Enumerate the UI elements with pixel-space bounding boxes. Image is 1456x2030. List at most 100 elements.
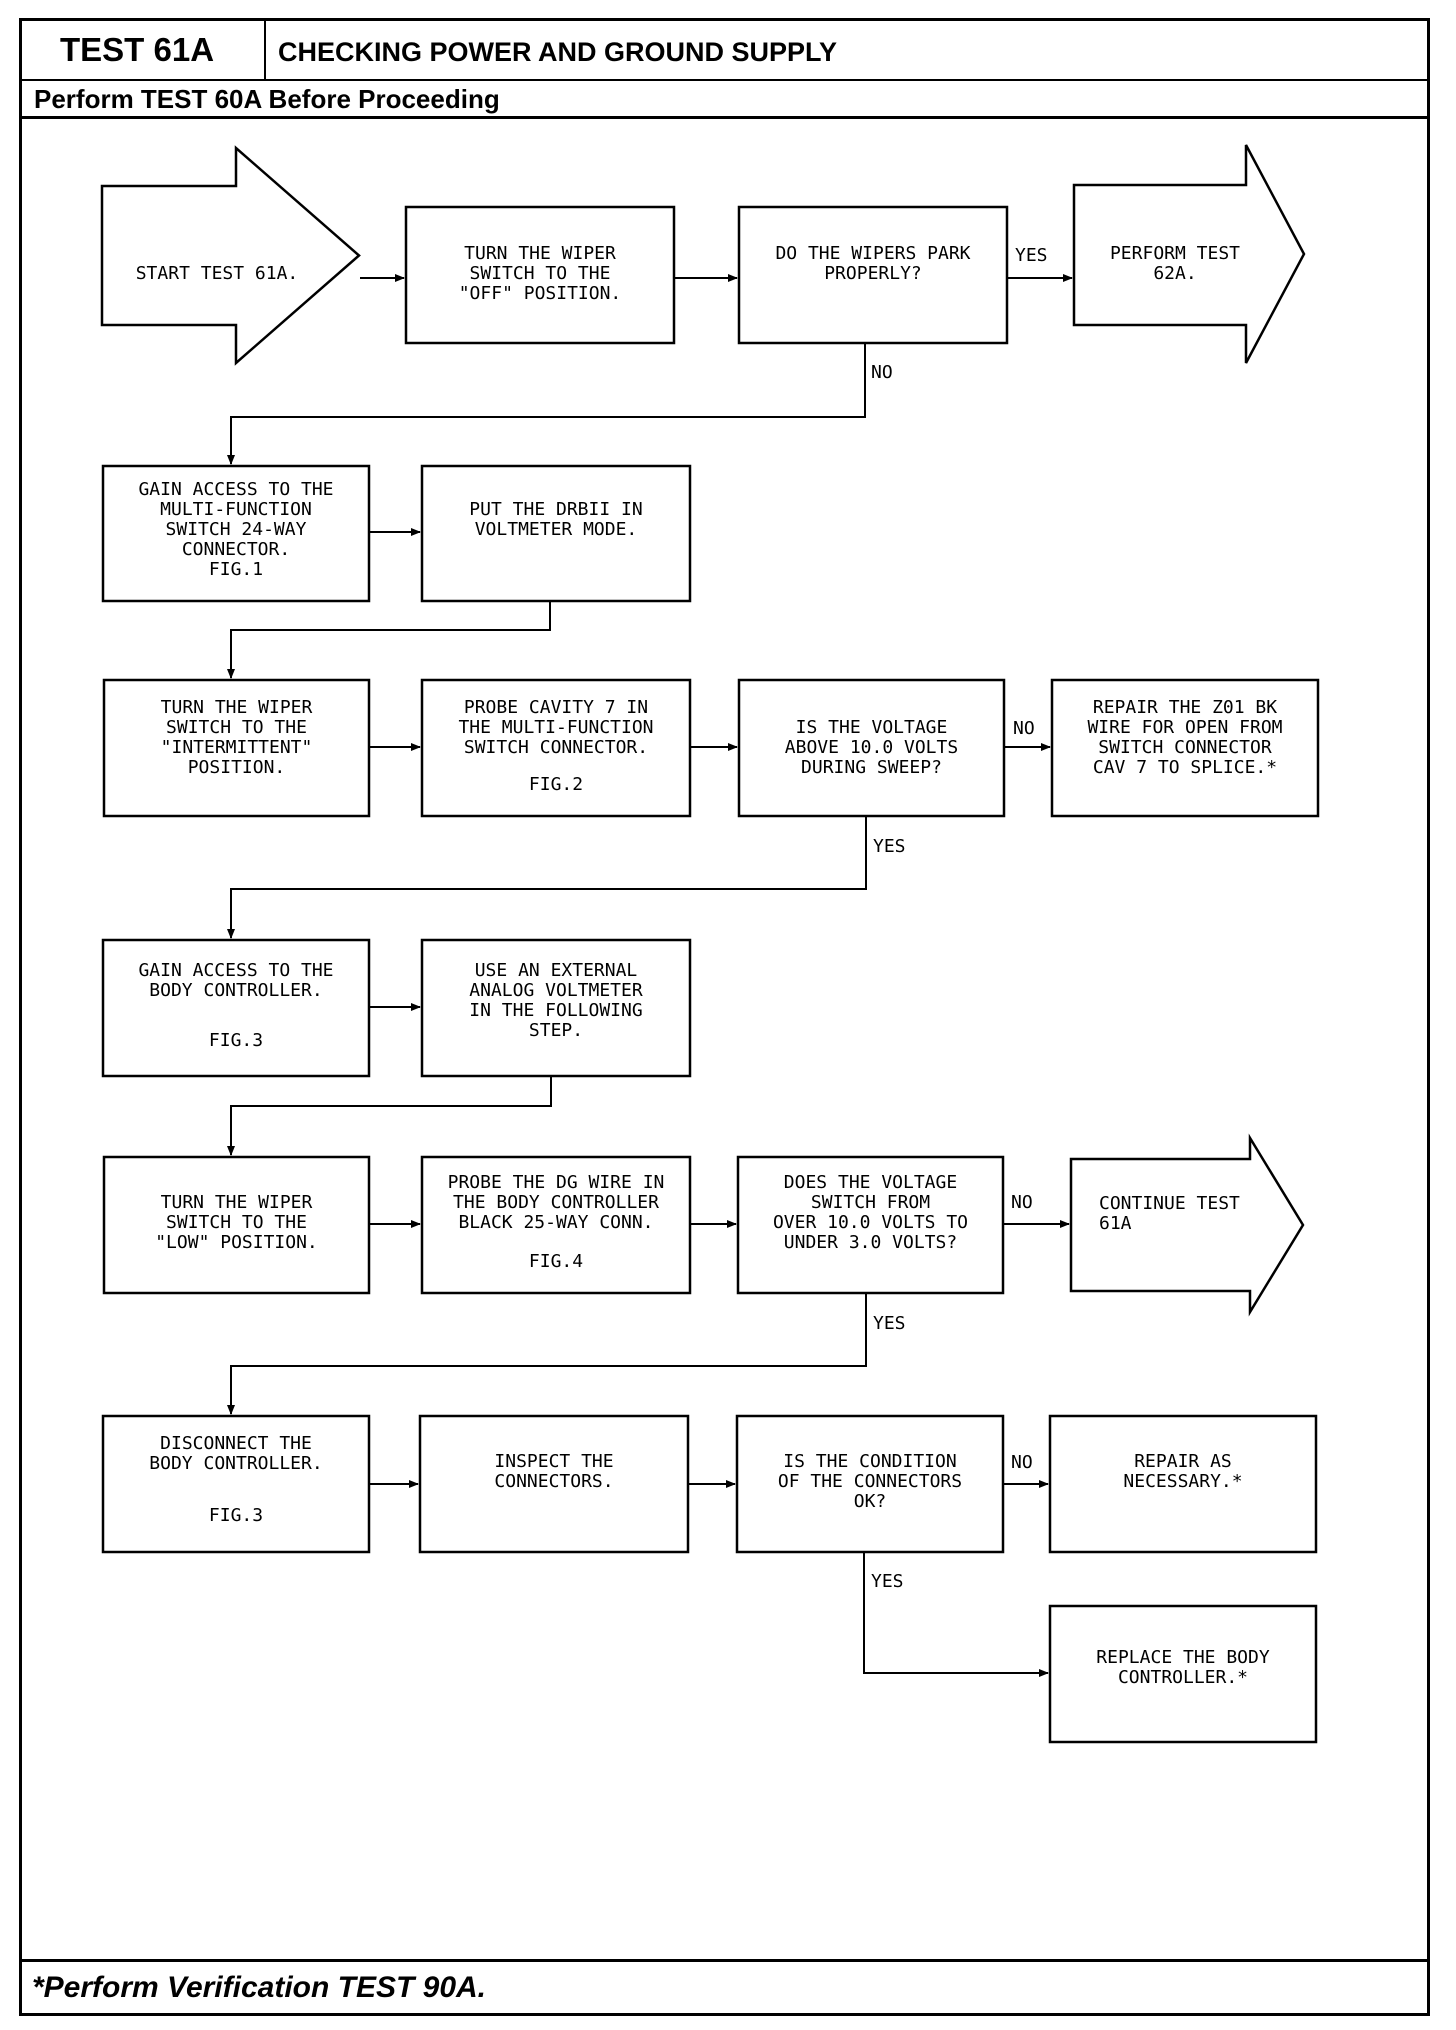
decision3-line-2: SWITCH FROM (811, 1192, 930, 1213)
decision1-line-1: DO THE WIPERS PARK (775, 243, 970, 264)
result4-line-1: REPAIR AS (1134, 1451, 1232, 1472)
result2-line-2: WIRE FOR OPEN FROM (1087, 717, 1282, 738)
no3-text: NO (1011, 1192, 1033, 1213)
start-outline (100, 145, 361, 366)
step2-line-5: FIG.1 (209, 559, 263, 580)
step9-line-3: BLACK 25-WAY CONN. (458, 1212, 653, 1233)
yes2-text: YES (873, 836, 906, 857)
header-row: TEST 61A CHECKING POWER AND GROUND SUPPL… (22, 21, 1427, 81)
step10-line-1: DISCONNECT THE (160, 1433, 312, 1454)
decision2-border (737, 678, 1006, 818)
result2-line-1: REPAIR THE Z01 BK (1093, 697, 1277, 718)
result2-line-3: SWITCH CONNECTOR (1098, 737, 1272, 758)
step7-line-4: STEP. (529, 1020, 583, 1041)
result3-line-1: CONTINUE TEST (1099, 1193, 1240, 1214)
step9-line-2: THE BODY CONTROLLER (453, 1192, 659, 1213)
step5-line-2: THE MULTI-FUNCTION (458, 717, 653, 738)
step5-line-3: SWITCH CONNECTOR. (464, 737, 648, 758)
result5-border (1048, 1604, 1318, 1744)
step5-line-1: PROBE CAVITY 7 IN (464, 697, 648, 718)
step2-line-1: GAIN ACCESS TO THE (138, 479, 333, 500)
result1-line-2: 62A. (1153, 263, 1196, 284)
step3-line-1: PUT THE DRBII IN (469, 499, 642, 520)
step6-line-1: GAIN ACCESS TO THE (138, 960, 333, 981)
step4-line-3: "INTERMITTENT" (161, 737, 313, 758)
step11-line-1: INSPECT THE (494, 1451, 613, 1472)
decision4-line-1: IS THE CONDITION (783, 1451, 956, 1472)
decision4-line-2: OF THE CONNECTORS (778, 1471, 962, 1492)
result2-line-4: CAV 7 TO SPLICE.* (1093, 757, 1277, 778)
footer-note: *Perform Verification TEST 90A. (22, 1959, 1427, 2013)
step1-line-2: SWITCH TO THE (470, 263, 611, 284)
step5_fig-text: FIG.2 (529, 774, 583, 795)
result1-outline (1072, 144, 1306, 364)
decision1-line-2: PROPERLY? (824, 263, 922, 284)
connector-lines (227, 274, 1073, 1677)
step6-border (101, 938, 371, 1078)
decision2-line-1: IS THE VOLTAGE (796, 717, 948, 738)
connector-decision2-yes (227, 816, 867, 939)
step7-border (420, 938, 692, 1078)
yes4-text: YES (871, 1571, 904, 1592)
start-line-1: START TEST 61A. (136, 263, 299, 284)
step7-line-1: USE AN EXTERNAL (475, 960, 638, 981)
step1-line-1: TURN THE WIPER (464, 243, 616, 264)
no1-text: NO (871, 362, 893, 383)
decision3-line-3: OVER 10.0 VOLTS TO (773, 1212, 968, 1233)
step8-line-1: TURN THE WIPER (161, 1192, 313, 1213)
step11-border (418, 1414, 690, 1554)
result3-outline (1069, 1133, 1305, 1317)
step5-border (420, 678, 692, 818)
test-id: TEST 61A (22, 21, 266, 79)
decision3-border (736, 1155, 1005, 1295)
procedure-page: TEST 61A CHECKING POWER AND GROUND SUPPL… (19, 18, 1430, 2016)
result5-line-1: REPLACE THE BODY (1096, 1647, 1270, 1668)
step3-border (420, 464, 692, 603)
no2-text: NO (1013, 718, 1035, 739)
step4-line-1: TURN THE WIPER (161, 697, 313, 718)
yes1-text: YES (1015, 245, 1048, 266)
prerequisite-note: Perform TEST 60A Before Proceeding (22, 81, 1427, 119)
step6-line-2: BODY CONTROLLER. (149, 980, 322, 1001)
page-title: CHECKING POWER AND GROUND SUPPLY (278, 37, 838, 67)
step2-border (101, 464, 371, 603)
decision3-line-4: UNDER 3.0 VOLTS? (784, 1232, 957, 1253)
result5-line-2: CONTROLLER.* (1118, 1667, 1248, 1688)
step4-line-2: SWITCH TO THE (166, 717, 307, 738)
step2-line-4: CONNECTOR. (182, 539, 290, 560)
decision4-border (735, 1414, 1005, 1554)
step1-line-3: "OFF" POSITION. (459, 283, 622, 304)
decision2-line-2: ABOVE 10.0 VOLTS (785, 737, 958, 758)
connector-step3-step4 (227, 601, 551, 679)
step9-line-1: PROBE THE DG WIRE IN (448, 1172, 665, 1193)
step11-line-2: CONNECTORS. (494, 1471, 613, 1492)
result4-border (1048, 1414, 1318, 1554)
connector-decision4-yes (863, 1552, 1049, 1677)
connector-step7-step8 (227, 1076, 552, 1156)
step2-line-2: MULTI-FUNCTION (160, 499, 312, 520)
step9-border (420, 1155, 692, 1295)
connector-decision3-yes (227, 1293, 867, 1415)
result3-line-2: 61A (1099, 1213, 1132, 1234)
result4-line-2: NECESSARY.* (1123, 1471, 1242, 1492)
result2-border (1050, 678, 1320, 818)
step9_fig-text: FIG.4 (529, 1251, 583, 1272)
decision3-line-1: DOES THE VOLTAGE (784, 1172, 957, 1193)
decision2-line-3: DURING SWEEP? (801, 757, 942, 778)
